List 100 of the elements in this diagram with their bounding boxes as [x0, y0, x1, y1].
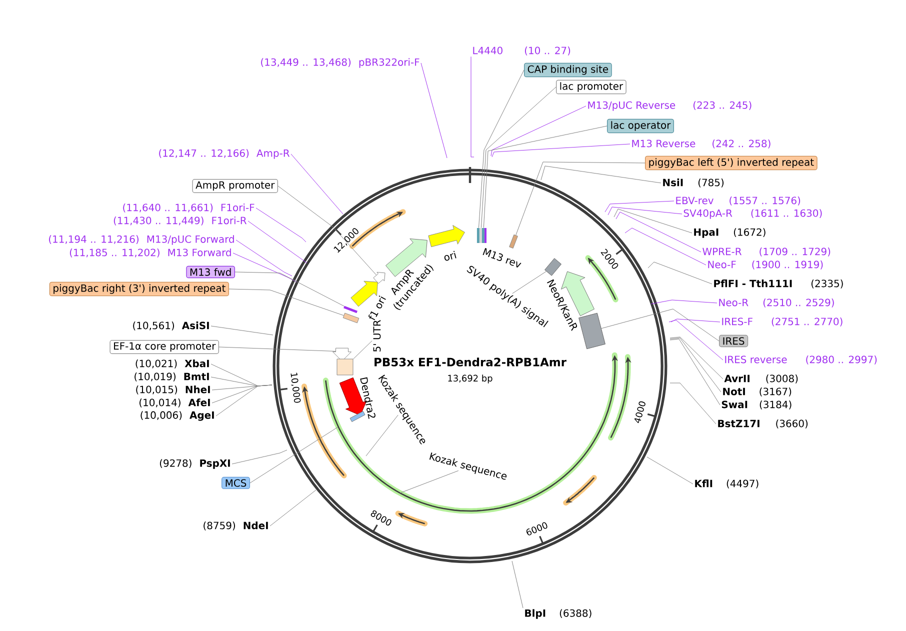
leader-line	[601, 308, 720, 342]
site-label: (10,015) NheI	[136, 386, 210, 394]
leader-line	[256, 208, 306, 242]
leader-line	[366, 414, 398, 456]
leader-line	[650, 300, 718, 304]
site-label: (10,561) AsiSI	[133, 322, 209, 330]
leader-line	[670, 336, 724, 380]
primer-label: Neo-F (1900 .. 1919)	[708, 260, 823, 270]
feature-bar	[509, 234, 518, 249]
feature-box	[336, 358, 354, 376]
leader-line	[516, 162, 646, 236]
leader-line	[234, 272, 344, 306]
site-label: (10,021) XbaI	[136, 360, 209, 368]
feature-box: M13 fwd	[186, 266, 235, 278]
leader-line	[216, 384, 272, 416]
feature-label: Dendra2	[360, 377, 376, 419]
site-label: PflFI - Tth111I (2335)	[714, 280, 843, 288]
primer-label: (11,185 .. 11,202) M13 Forward	[70, 248, 231, 258]
site-label: (9278) PspXI	[160, 459, 230, 469]
feature-label: ori	[444, 250, 456, 261]
primer-label: (11,430 .. 11,449) F1ori-R	[114, 216, 247, 226]
site-label: HpaI (1672)	[694, 228, 766, 238]
feature-box: CAP binding site	[524, 62, 612, 78]
leader-line	[608, 206, 682, 216]
feature-box: lac promoter	[556, 80, 626, 94]
leader-line	[278, 186, 377, 276]
feature-bar	[482, 228, 484, 243]
feature-bar	[479, 228, 482, 243]
leader-line	[400, 470, 459, 494]
site-label: (10,014) AfeI	[140, 398, 210, 408]
tick-label: 6000	[526, 522, 548, 536]
feature-bar	[344, 306, 358, 314]
leader-line	[218, 346, 336, 352]
leader-line	[512, 560, 524, 608]
feature-bar	[476, 228, 480, 243]
size-label: 13,692 bp	[448, 374, 492, 384]
feature-block	[373, 272, 386, 284]
leader-line	[270, 490, 316, 526]
leader-line	[420, 62, 448, 158]
leader-line	[290, 154, 344, 214]
site-label: AvrII (3008)	[724, 374, 798, 384]
leader-line	[232, 252, 298, 282]
leader-line	[490, 106, 586, 156]
site-label: NsiI (785)	[663, 178, 724, 188]
feature-box: IRES	[719, 334, 748, 348]
primer-label: WPRE-R (1709 .. 1729)	[702, 248, 830, 256]
site-label: (10,019) BmtI	[134, 372, 209, 382]
site-label: NotI (3167)	[723, 388, 792, 396]
leader-line	[670, 318, 720, 322]
primer-label: IRES-F (2751 .. 2770)	[722, 318, 842, 326]
leader-line	[478, 70, 524, 228]
leader-line	[492, 144, 630, 158]
leader-line	[250, 426, 338, 484]
primer-label: (11,640 .. 11,661) F1ori-F	[123, 204, 254, 212]
primer-label: EBV-rev (1557 .. 1576)	[676, 196, 800, 206]
leader-line	[480, 86, 556, 228]
feature-label: 5' UTR	[373, 320, 381, 352]
leader-line	[670, 338, 720, 406]
plasmid-title: PB53x EF1-Dendra2-RPB1Amr	[374, 358, 566, 366]
feature-box: AmpR promoter	[192, 179, 278, 193]
feature-label: f1 ori	[368, 296, 386, 320]
leader-line	[670, 382, 716, 424]
feature-box: EF-1α core promoter	[110, 340, 219, 354]
site-label: BlpI (6388)	[525, 609, 592, 619]
primer-label: (12,147 .. 12,166) Amp-R	[159, 149, 290, 159]
leader-line	[470, 56, 474, 158]
feature-block	[428, 225, 465, 248]
site-label: (8759) NdeI	[204, 522, 268, 530]
leader-line	[604, 200, 674, 212]
primer-label: M13 Reverse (242 .. 258)	[632, 140, 770, 148]
site-label: BstZ17I (3660)	[718, 420, 808, 428]
site-label: (10,006) AgeI	[140, 411, 214, 421]
feature-block	[332, 348, 352, 362]
feature-bar	[342, 312, 360, 324]
feature-label: M13 rev	[482, 248, 522, 268]
leader-line	[236, 240, 292, 276]
leader-line	[646, 456, 694, 484]
primer-label: Neo-R (2510 .. 2529)	[719, 298, 834, 308]
primer-label: SV40pA-R (1611 .. 1630)	[684, 209, 822, 219]
leader-line	[248, 220, 308, 264]
leader-line	[210, 326, 274, 336]
leader-line	[616, 212, 702, 252]
feature-box: piggyBac left (5') inverted repeat	[645, 156, 818, 170]
leader-line	[668, 320, 724, 360]
site-label: SwaI (3184)	[722, 400, 792, 410]
feature-box: lac operator	[607, 118, 674, 134]
leader-line	[353, 340, 372, 360]
leader-line	[540, 166, 662, 184]
primer-label: (11,194 .. 11,216) M13/pUC Forward	[49, 235, 234, 245]
tick-label: 10,000	[290, 372, 301, 403]
site-label: KflI (4497)	[695, 480, 758, 488]
feature-box: MCS	[222, 476, 250, 490]
feature-box	[544, 258, 562, 276]
tick-label: 4000	[634, 401, 646, 424]
leader-line	[228, 288, 344, 316]
primer-label: M13/pUC Reverse (223 .. 245)	[588, 101, 752, 111]
primer-label: IRES reverse (2980 .. 2997)	[725, 356, 877, 364]
feature-box	[578, 312, 606, 350]
feature-block	[350, 280, 378, 307]
primer-label: L4440 (10 .. 27)	[473, 46, 570, 56]
